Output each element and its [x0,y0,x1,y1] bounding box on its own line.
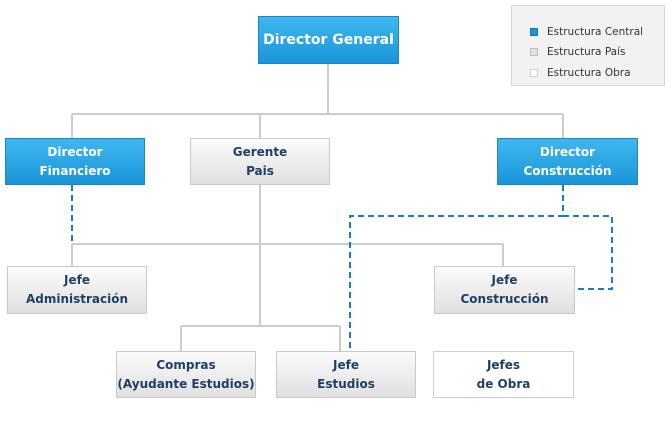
legend-swatch-central [530,28,538,36]
node-compras: Compras (Ayudante Estudios) [116,351,256,398]
node-jefe-construccion-label: Jefe Construcción [460,273,549,306]
node-director-construccion: Director Construcción [497,138,638,185]
node-jefes-obra-label: Jefes de Obra [476,357,531,391]
node-jefe-construccion: Jefe Construcción [434,266,575,314]
legend: Estructura Central Estructura País Estru… [511,5,665,86]
node-director-financiero-label: Director Financiero [39,144,111,178]
legend-label-central: Estructura Central [547,26,644,38]
node-gerente-pais: Gerente Pais [190,138,330,185]
legend-swatch-pais [530,48,538,56]
node-jefe-administracion: Jefe Administración [7,266,147,314]
node-jefe-administracion-label: Jefe Administración [25,273,129,306]
node-director-general: Director General [258,16,399,64]
node-jefes-obra: Jefes de Obra [433,351,574,398]
legend-label-pais: Estructura País [547,46,626,58]
legend-label-obra: Estructura Obra [547,67,631,79]
node-jefe-estudios-label: Jefe Estudios [317,357,375,391]
node-director-financiero: Director Financiero [5,138,145,185]
node-gerente-pais-label: Gerente Pais [232,144,288,178]
legend-swatch-obra [530,69,538,77]
legend-item-pais: Estructura País [530,44,626,60]
dashed-link-dc-jc [563,215,613,290]
node-director-construccion-label: Director Construcción [523,144,612,178]
node-compras-label: Compras (Ayudante Estudios) [117,357,255,391]
node-jefe-estudios: Jefe Estudios [276,351,416,398]
node-director-general-label: Director General [263,31,394,48]
legend-item-central: Estructura Central [530,24,643,40]
legend-item-obra: Estructura Obra [530,65,631,81]
dashed-link-dc-je [349,185,564,351]
